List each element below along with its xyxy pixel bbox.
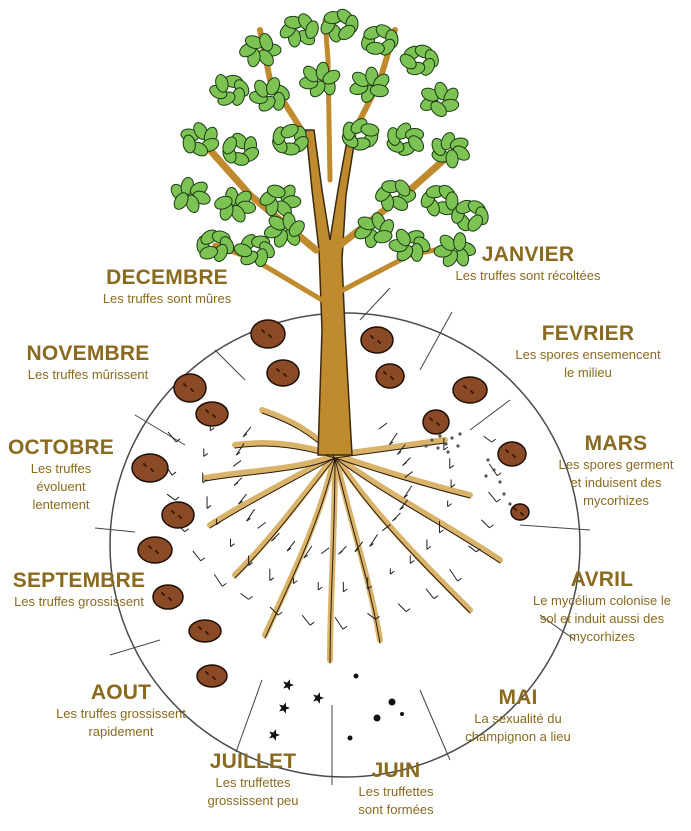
truffle xyxy=(162,502,194,528)
truffle-texture xyxy=(170,599,172,601)
truffle-texture xyxy=(270,336,272,338)
truffle-texture xyxy=(514,456,516,458)
truffle-texture xyxy=(214,416,216,418)
leaf xyxy=(366,42,384,54)
month-description: rapidement xyxy=(40,723,202,741)
month-description: Les truffettes xyxy=(195,774,311,792)
label-fevrier: FEVRIER Les spores ensemencent le milieu xyxy=(500,322,676,382)
truffle xyxy=(423,410,449,434)
label-septembre: SEPTEMBRE Les truffes grossissent xyxy=(0,569,158,611)
truffle xyxy=(138,537,172,563)
truffle xyxy=(453,377,487,403)
truffle-texture xyxy=(278,370,280,372)
truffle-texture xyxy=(522,514,524,516)
truffle-texture xyxy=(157,552,159,554)
truffle-texture xyxy=(263,331,265,333)
month-description: Les spores ensemencent xyxy=(500,346,676,364)
truffle-texture xyxy=(207,633,209,635)
truffle-texture xyxy=(372,337,374,339)
month-description: le milieu xyxy=(500,364,676,382)
truffle-texture xyxy=(214,678,216,680)
truffle-texture xyxy=(163,594,165,596)
month-title: JUILLET xyxy=(195,750,311,774)
month-description: et induisent des xyxy=(545,474,687,492)
month-title: DECEMBRE xyxy=(82,266,252,290)
month-description: sont formées xyxy=(340,801,452,819)
month-title: JANVIER xyxy=(443,243,613,267)
label-mars: MARS Les spores germent et induisent des… xyxy=(545,432,687,510)
month-title: SEPTEMBRE xyxy=(0,569,158,593)
truffle xyxy=(498,442,526,466)
month-description: mycorhizes xyxy=(518,628,686,646)
truffle xyxy=(267,360,299,386)
truffle-texture xyxy=(472,392,474,394)
month-title: NOVEMBRE xyxy=(8,342,168,366)
label-juin: JUIN Les truffettes sont formées xyxy=(340,759,452,819)
month-description: lentement xyxy=(0,496,122,514)
label-avril: AVRIL Le mycélium colonise le sol et ind… xyxy=(518,568,686,646)
truffle-texture xyxy=(173,512,175,514)
month-description: Les spores germent xyxy=(545,456,687,474)
month-description: Le mycélium colonise le xyxy=(518,592,686,610)
truffle xyxy=(511,504,529,520)
truffle-texture xyxy=(392,378,394,380)
truffle xyxy=(132,454,168,482)
label-octobre: OCTOBRE Les truffes évoluent lentement xyxy=(0,436,122,514)
label-decembre: DECEMBRE Les truffes sont mûres xyxy=(82,266,252,308)
truffle-texture xyxy=(185,385,187,387)
month-description: évoluent xyxy=(0,478,122,496)
truffle-texture xyxy=(152,470,154,472)
month-description: Les truffettes xyxy=(340,783,452,801)
label-juillet: JUILLET Les truffettes grossissent peu xyxy=(195,750,311,810)
month-description: sol et induit aussi des xyxy=(518,610,686,628)
truffle xyxy=(196,402,228,426)
truffle xyxy=(376,364,404,388)
label-aout: AOUT Les truffes grossissent rapidement xyxy=(40,681,202,741)
truffle xyxy=(361,327,393,353)
month-description: mycorhizes xyxy=(545,492,687,510)
month-description: Les truffes grossissent xyxy=(0,593,158,611)
truffle-texture xyxy=(180,517,182,519)
month-description: Les truffes mûrissent xyxy=(8,366,168,384)
truffle-texture xyxy=(150,547,152,549)
label-mai: MAI La sexualité du champignon a lieu xyxy=(448,686,588,746)
month-description: La sexualité du xyxy=(448,710,588,728)
truffle-texture xyxy=(207,411,209,413)
truffle-texture xyxy=(207,673,209,675)
month-description: Les truffes sont récoltées xyxy=(443,267,613,285)
truffle-texture xyxy=(200,628,202,630)
truffle-texture xyxy=(285,375,287,377)
truffle xyxy=(251,320,285,348)
truffle xyxy=(174,374,206,402)
month-description: champignon a lieu xyxy=(448,728,588,746)
truffle-texture xyxy=(438,424,440,426)
label-janvier: JANVIER Les truffes sont récoltées xyxy=(443,243,613,285)
truffle-texture xyxy=(431,419,433,421)
month-description: grossissent peu xyxy=(195,792,311,810)
truffle-texture xyxy=(507,451,509,453)
month-title: OCTOBRE xyxy=(0,436,122,460)
month-title: AOUT xyxy=(40,681,202,705)
truffle-texture xyxy=(465,387,467,389)
month-title: MARS xyxy=(545,432,687,456)
month-description: Les truffes grossissent xyxy=(40,705,202,723)
month-title: MAI xyxy=(448,686,588,710)
month-description: Les truffes xyxy=(0,460,122,478)
month-title: JUIN xyxy=(340,759,452,783)
truffle-texture xyxy=(379,342,381,344)
month-title: AVRIL xyxy=(518,568,686,592)
month-title: FEVRIER xyxy=(500,322,676,346)
month-description: Les truffes sont mûres xyxy=(82,290,252,308)
truffle xyxy=(189,620,221,642)
truffle-texture xyxy=(385,373,387,375)
truffle-texture xyxy=(515,509,517,511)
truffle-texture xyxy=(192,390,194,392)
truffle-texture xyxy=(145,465,147,467)
label-novembre: NOVEMBRE Les truffes mûrissent xyxy=(8,342,168,384)
